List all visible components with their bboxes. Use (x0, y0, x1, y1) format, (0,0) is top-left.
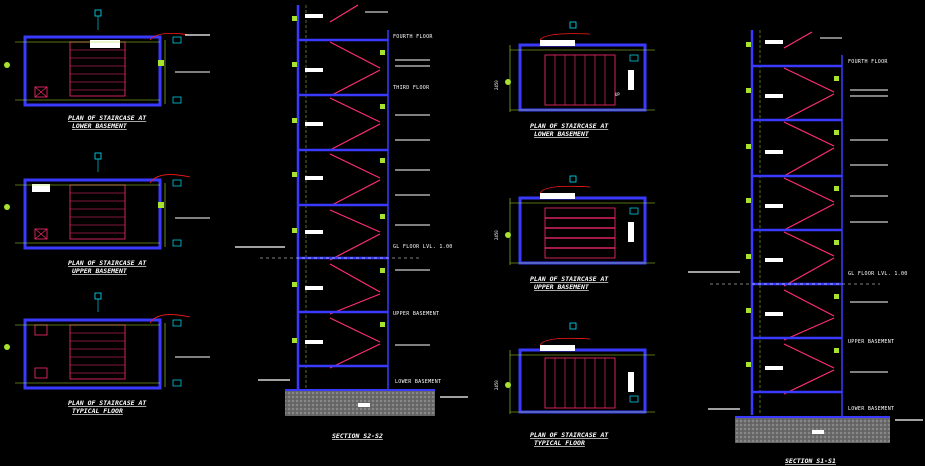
plan-upper-basement-mid: 2450 PLAN OF STAIRCASE AT UPPER BASEMENT (494, 175, 655, 291)
title-plan-typical-left-1: PLAN OF STAIRCASE AT (68, 399, 147, 407)
s2-label-upper-basement: UPPER BASEMENT (393, 311, 439, 317)
title-plan-typical-mid-2: TYPICAL FLOOR (534, 439, 585, 447)
mid-dim-2: 2450 (494, 230, 499, 240)
title-plan-lower-basement-left-1: PLAN OF STAIRCASE AT (68, 114, 147, 122)
plan-typical-mid: 2450 PLAN OF STAIRCASE AT TYPICAL FLOOR (494, 322, 655, 447)
s1-label-upper-basement: UPPER BASEMENT (848, 339, 894, 345)
title-plan-lower-basement-left-2: LOWER BASEMENT (72, 122, 128, 130)
title-plan-upper-basement-left-1: PLAN OF STAIRCASE AT (68, 259, 147, 267)
plan-lower-basement-mid: 2450 UP PLAN OF STAIRCASE AT LOWER BASEM… (494, 21, 655, 138)
title-plan-typical-left-2: TYPICAL FLOOR (72, 407, 123, 415)
title-plan-lower-basement-mid-1: PLAN OF STAIRCASE AT (530, 122, 609, 130)
title-plan-upper-basement-mid-1: PLAN OF STAIRCASE AT (530, 275, 609, 283)
mid-dim-1: 2450 (494, 80, 499, 90)
title-plan-typical-mid-1: PLAN OF STAIRCASE AT (530, 431, 609, 439)
title-plan-upper-basement-mid-2: UPPER BASEMENT (534, 283, 590, 291)
plan-upper-basement-left: PLAN OF STAIRCASE AT UPPER BASEMENT (4, 152, 210, 275)
title-section-s1: SECTION S1-S1 (785, 457, 836, 465)
s2-label-lower-basement: LOWER BASEMENT (395, 379, 441, 385)
s1-label-ground-level: GL FLOOR LVL. 1.00 (848, 271, 908, 277)
section-s2-s2: FOURTH FLOOR THIRD FLOOR GL FLOOR LVL. 1… (235, 4, 468, 440)
title-plan-upper-basement-left-2: UPPER BASEMENT (72, 267, 128, 275)
mid-dim-3: 2450 (494, 380, 499, 390)
title-plan-lower-basement-mid-2: LOWER BASEMENT (534, 130, 590, 138)
section-s2-flights (329, 4, 381, 369)
title-section-s2: SECTION S2-S2 (332, 432, 383, 440)
plan-typical-left: PLAN OF STAIRCASE AT TYPICAL FLOOR (4, 292, 210, 415)
section-s1-flights (783, 31, 835, 395)
s1-label-lower-basement: LOWER BASEMENT (848, 406, 894, 412)
s2-label-fourth-floor: FOURTH FLOOR (393, 34, 433, 40)
s2-label-third-floor: THIRD FLOOR (393, 85, 430, 91)
mid-up-1: UP (615, 92, 620, 97)
section-s1-s1: FOURTH FLOOR GL FLOOR LVL. 1.00 UPPER BA… (688, 30, 923, 465)
plan-lower-basement-left: PLAN OF STAIRCASE AT LOWER BASEMENT (4, 9, 210, 130)
s2-label-ground-level: GL FLOOR LVL. 1.00 (393, 244, 453, 250)
s1-label-fourth-floor: FOURTH FLOOR (848, 59, 888, 65)
